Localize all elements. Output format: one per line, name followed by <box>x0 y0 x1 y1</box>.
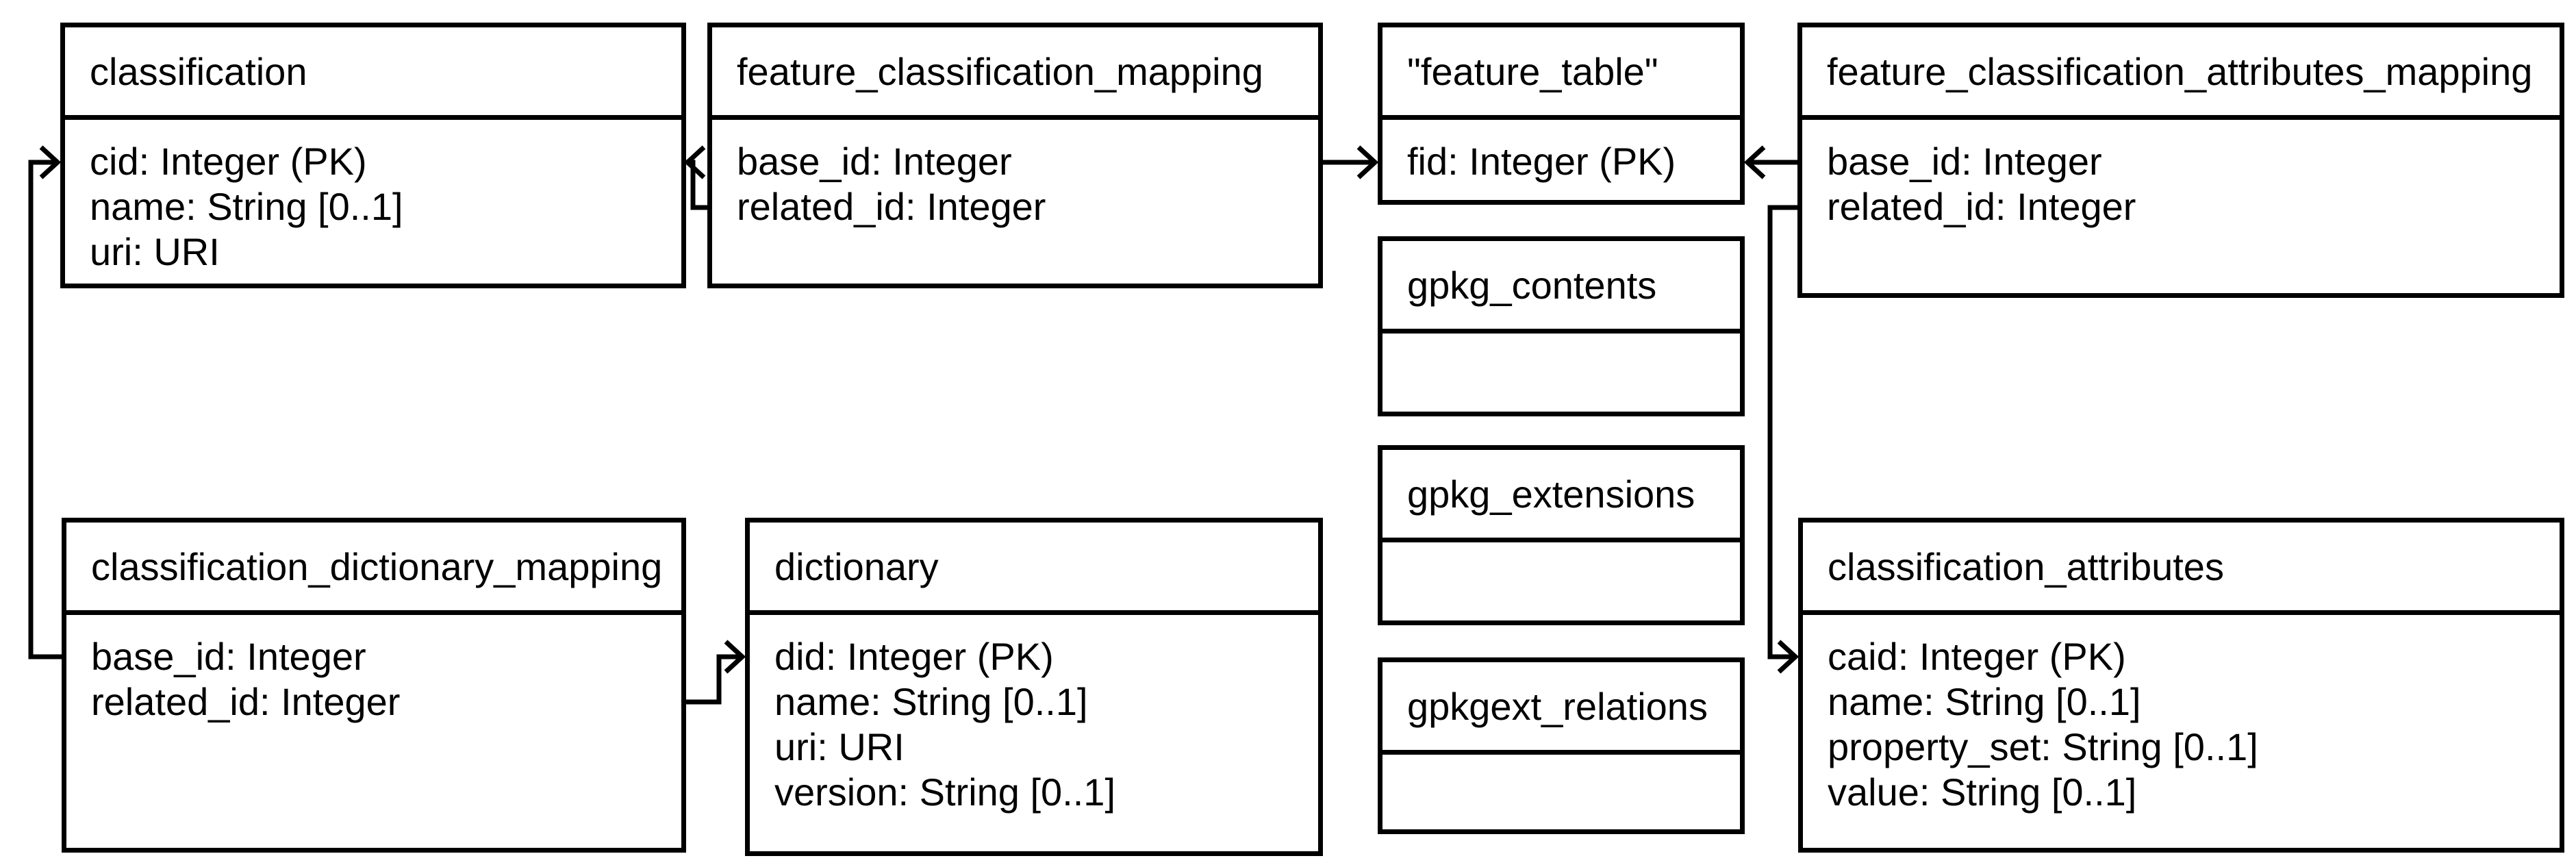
field-version: version: String [0..1] <box>774 770 1116 814</box>
arrowhead-left-icon <box>1743 145 1766 179</box>
connector-line <box>1767 205 1797 659</box>
connector-fcam-to-classification-attributes <box>1767 205 1800 674</box>
field-value: value: String [0..1] <box>1828 770 2137 814</box>
entity-feature-classification-attributes-mapping: feature_classification_attributes_mappin… <box>1797 23 2564 298</box>
entity-fields: caid: Integer (PK) name: String [0..1] p… <box>1803 615 2560 815</box>
connector-line <box>686 654 742 705</box>
field-related-id: related_id: Integer <box>1827 185 2136 228</box>
arrowhead-right-icon <box>1777 640 1800 674</box>
entity-feature-table: "feature_table" fid: Integer (PK) <box>1378 23 1745 205</box>
field-base-id: base_id: Integer <box>91 635 366 678</box>
entity-fields: base_id: Integer related_id: Integer <box>1802 120 2560 229</box>
entity-classification-dictionary-mapping: classification_dictionary_mapping base_i… <box>62 518 686 853</box>
entity-gpkg-contents: gpkg_contents <box>1378 236 1745 416</box>
entity-title: classification_attributes <box>1803 523 2560 615</box>
field-related-id: related_id: Integer <box>91 680 401 723</box>
arrowhead-right-icon <box>1356 145 1379 179</box>
entity-title: gpkgext_relations <box>1382 662 1740 755</box>
entity-fields <box>1382 542 1740 562</box>
field-base-id: base_id: Integer <box>1827 140 2102 183</box>
entity-title: feature_classification_attributes_mappin… <box>1802 27 2560 120</box>
entity-fields: base_id: Integer related_id: Integer <box>712 120 1318 229</box>
connector-cdm-to-classification <box>28 145 62 659</box>
field-related-id: related_id: Integer <box>737 185 1046 228</box>
arrowhead-left-icon <box>683 145 706 179</box>
entity-title: "feature_table" <box>1382 27 1740 120</box>
entity-gpkgext-relations: gpkgext_relations <box>1378 657 1745 834</box>
entity-feature-classification-mapping: feature_classification_mapping base_id: … <box>707 23 1323 288</box>
connector-fcm-to-feature-table <box>1323 145 1379 179</box>
arrowhead-right-icon <box>39 145 62 179</box>
connector-fcm-to-classification <box>683 145 707 210</box>
field-name: name: String [0..1] <box>90 185 403 228</box>
entity-classification: classification cid: Integer (PK) name: S… <box>60 23 686 288</box>
entity-title: classification <box>65 27 681 120</box>
field-caid: caid: Integer (PK) <box>1828 635 2126 678</box>
arrowhead-right-icon <box>724 640 746 674</box>
field-base-id: base_id: Integer <box>737 140 1012 183</box>
connector-line <box>28 160 62 659</box>
field-property-set: property_set: String [0..1] <box>1828 725 2258 768</box>
field-uri: uri: URI <box>774 725 905 768</box>
entity-fields: base_id: Integer related_id: Integer <box>66 615 681 725</box>
entity-title: feature_classification_mapping <box>712 27 1318 120</box>
entity-fields: fid: Integer (PK) <box>1382 120 1740 184</box>
field-cid: cid: Integer (PK) <box>90 140 367 183</box>
entity-fields <box>1382 755 1740 774</box>
entity-fields: did: Integer (PK) name: String [0..1] ur… <box>750 615 1318 815</box>
entity-title: classification_dictionary_mapping <box>66 523 681 615</box>
connector-cdm-to-dictionary <box>686 640 746 705</box>
entity-classification-attributes: classification_attributes caid: Integer … <box>1798 518 2564 853</box>
connector-fcam-to-feature-table <box>1743 145 1797 179</box>
field-name: name: String [0..1] <box>1828 680 2141 723</box>
entity-dictionary: dictionary did: Integer (PK) name: Strin… <box>745 518 1323 856</box>
entity-gpkg-extensions: gpkg_extensions <box>1378 445 1745 625</box>
entity-fields <box>1382 334 1740 353</box>
field-fid: fid: Integer (PK) <box>1407 140 1676 183</box>
field-did: did: Integer (PK) <box>774 635 1054 678</box>
entity-title: gpkg_contents <box>1382 241 1740 334</box>
entity-fields: cid: Integer (PK) name: String [0..1] ur… <box>65 120 681 275</box>
field-uri: uri: URI <box>90 230 220 273</box>
field-name: name: String [0..1] <box>774 680 1088 723</box>
entity-title: gpkg_extensions <box>1382 450 1740 542</box>
entity-title: dictionary <box>750 523 1318 615</box>
